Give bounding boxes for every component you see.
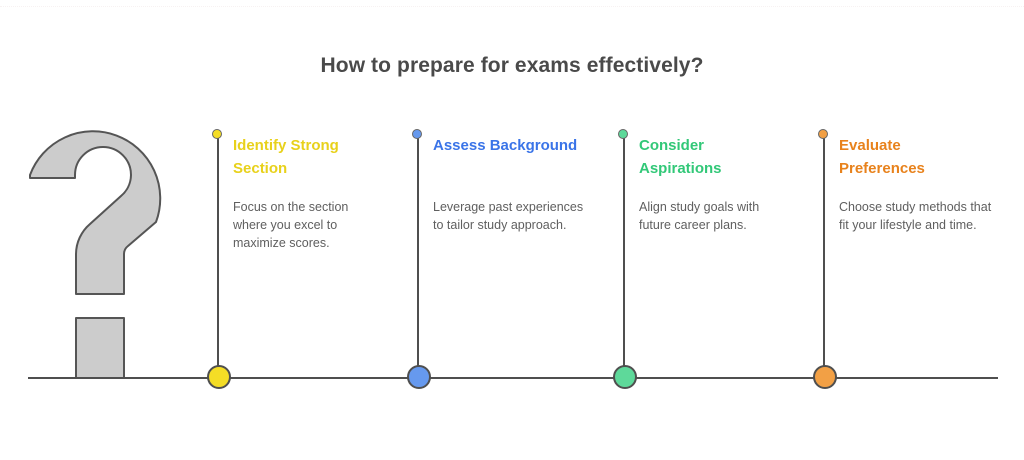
step-connector-line [417, 136, 419, 366]
timeline-step-3[interactable]: Consider Aspirations Align study goals w… [613, 0, 813, 460]
step-description: Leverage past experiences to tailor stud… [433, 200, 584, 232]
step-description: Choose study methods that fit your lifes… [839, 200, 992, 232]
step-marker-small[interactable] [412, 129, 422, 139]
timeline-step-4[interactable]: Evaluate Preferences Choose study method… [813, 0, 1013, 460]
step-connector-line [217, 136, 219, 366]
step-marker-small[interactable] [618, 129, 628, 139]
step-description: Align study goals with future career pla… [639, 200, 760, 232]
step-marker-large[interactable] [813, 365, 837, 389]
question-mark-icon [28, 112, 178, 380]
step-title: Assess Background [433, 137, 578, 154]
step-connector-line [823, 136, 825, 366]
step-marker-large[interactable] [613, 365, 637, 389]
step-connector-line [623, 136, 625, 366]
step-title: Evaluate Preferences [839, 137, 925, 177]
page-title: How to prepare for exams effectively? [320, 54, 704, 77]
timeline-step-1[interactable]: Identify Strong Section Focus on the sec… [207, 0, 407, 460]
timeline-step-2[interactable]: Assess Background Leverage past experien… [407, 0, 607, 460]
top-guide-line [0, 6, 1024, 7]
step-title: Consider Aspirations [639, 137, 722, 177]
step-marker-small[interactable] [818, 129, 828, 139]
step-title: Identify Strong Section [233, 137, 339, 177]
step-marker-large[interactable] [207, 365, 231, 389]
step-marker-small[interactable] [212, 129, 222, 139]
step-marker-large[interactable] [407, 365, 431, 389]
step-description: Focus on the section where you excel to … [233, 200, 349, 250]
timeline-axis [28, 377, 998, 379]
